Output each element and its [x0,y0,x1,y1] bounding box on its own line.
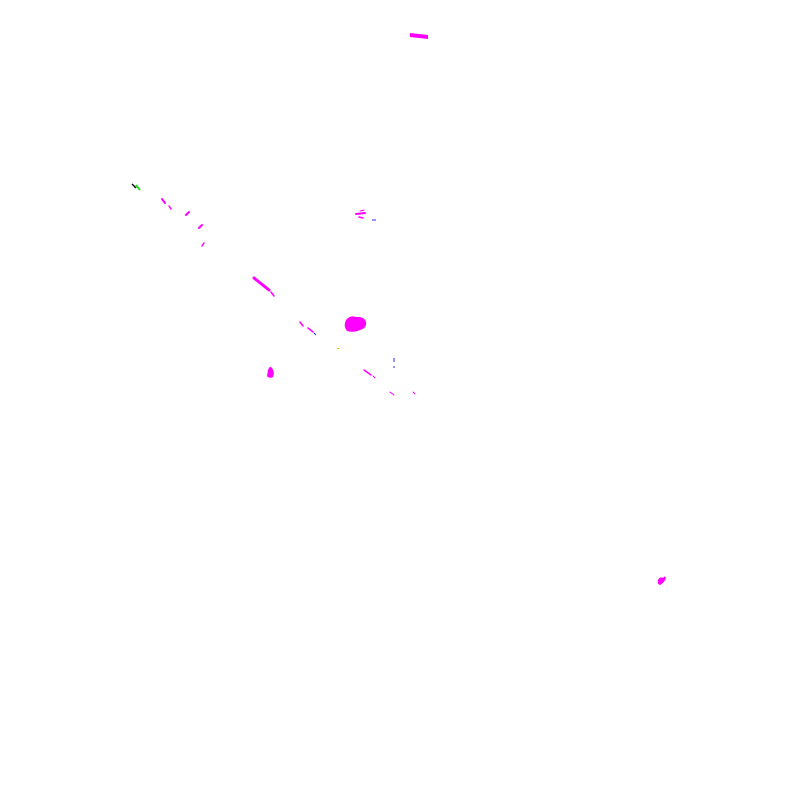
mask-blob-left [267,366,274,378]
mask-dash-5 [201,242,205,247]
mask-speck-yellow [337,348,339,349]
mask-dash-4 [198,224,203,229]
mask-blob-top [410,33,428,39]
mask-dash-10 [359,209,365,212]
mask-blob-lower-right [657,576,666,585]
mask-stroke-black [131,183,137,189]
mask-dash-1 [161,198,166,204]
mask-dash-11 [363,369,372,376]
mask-dash-blue-1 [313,332,317,336]
mask-dash-2 [168,205,172,210]
mask-dash-13 [389,391,395,396]
mask-dash-9 [358,216,364,219]
mask-dash-14 [412,391,416,395]
mask-dash-7 [307,327,314,333]
mask-dash-6 [299,321,304,327]
mask-stroke-diagonal-tail [270,291,275,297]
mask-dash-12 [372,375,376,379]
mask-dash-8 [355,212,366,215]
mask-stroke-diagonal [252,276,271,292]
mask-blob-center [344,316,367,332]
mask-stroke-green [135,184,141,191]
mask-dash-3 [185,211,190,216]
